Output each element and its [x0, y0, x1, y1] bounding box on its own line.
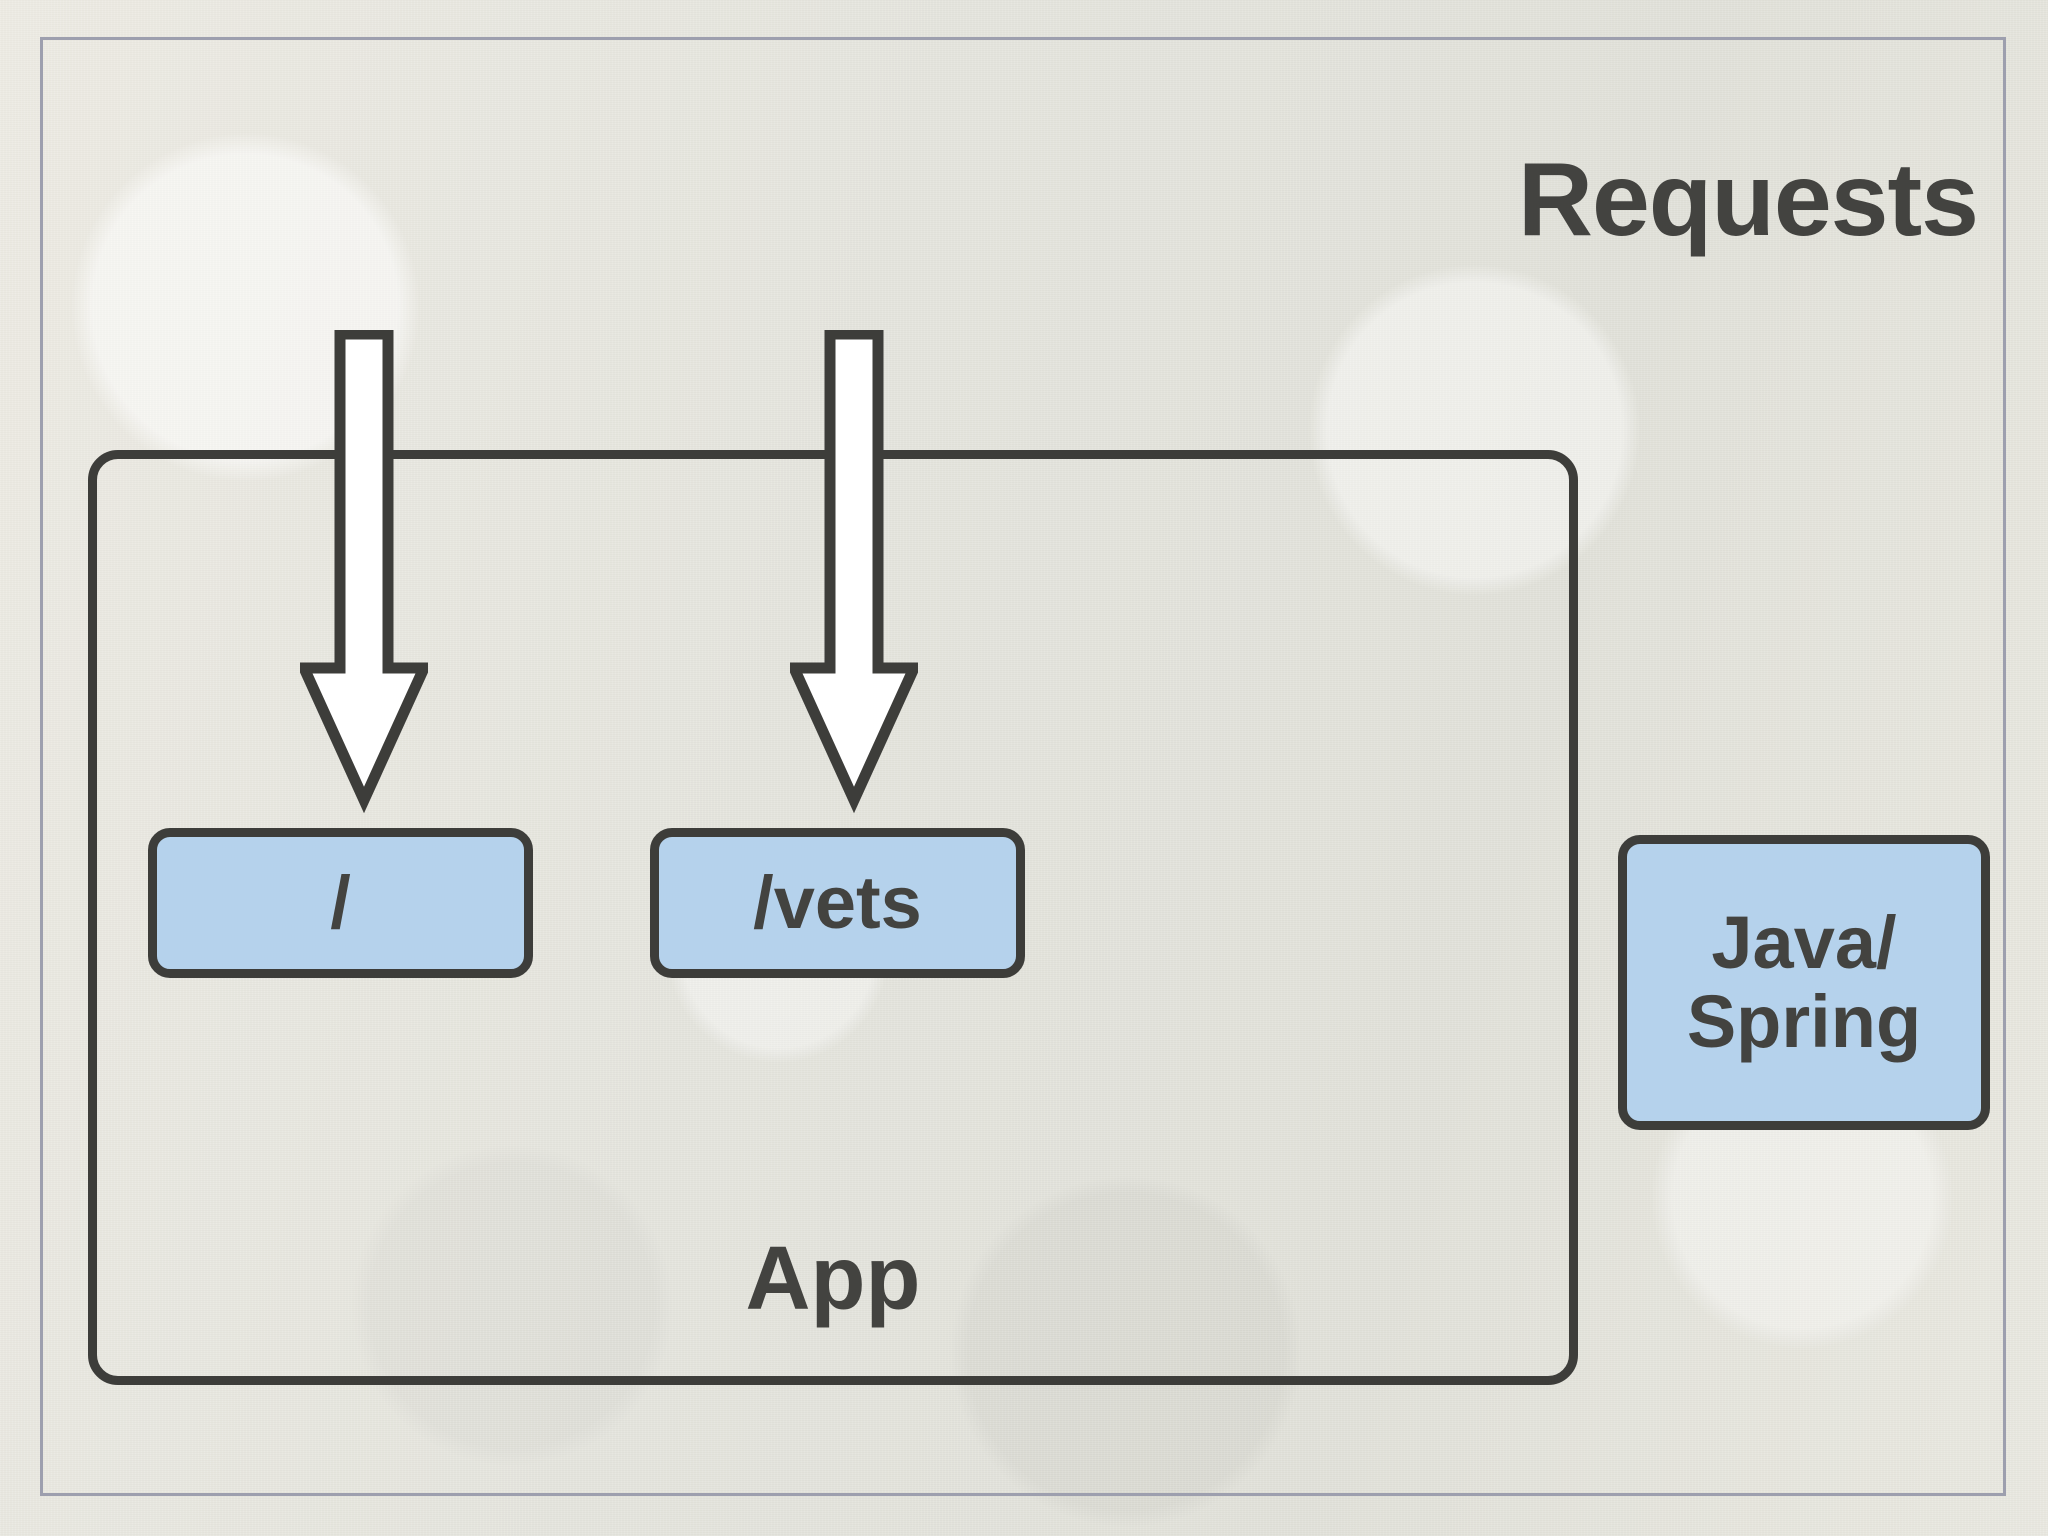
app-container-label: App [745, 1229, 921, 1329]
slide-frame-border [40, 37, 2006, 1496]
page-title: Requests [1517, 142, 1979, 258]
request-arrow-root-icon [300, 330, 428, 820]
route-box-root-label: / [330, 860, 351, 944]
route-box-vets-label: /vets [753, 860, 922, 944]
route-box-vets[interactable]: /vets [650, 828, 1025, 978]
tech-stack-label-line2: Spring [1686, 979, 1922, 1063]
route-box-root[interactable]: / [148, 828, 533, 978]
tech-stack-box[interactable]: Java/ Spring [1618, 835, 1990, 1130]
tech-stack-label-line1: Java/ [1711, 901, 1897, 985]
request-arrow-vets-icon [790, 330, 918, 820]
